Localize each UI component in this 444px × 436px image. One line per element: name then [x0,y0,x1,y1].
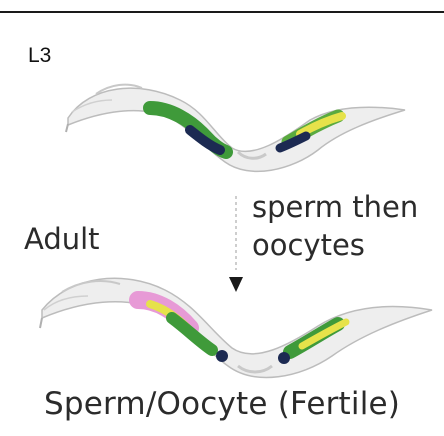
adult-worm-body [42,278,432,377]
adult-sperm-cluster-left [216,350,228,362]
adult-tail-mark [40,318,42,328]
fertility-caption: Sperm/Oocyte (Fertile) [44,386,400,422]
adult-sperm-cluster-right [278,352,290,364]
